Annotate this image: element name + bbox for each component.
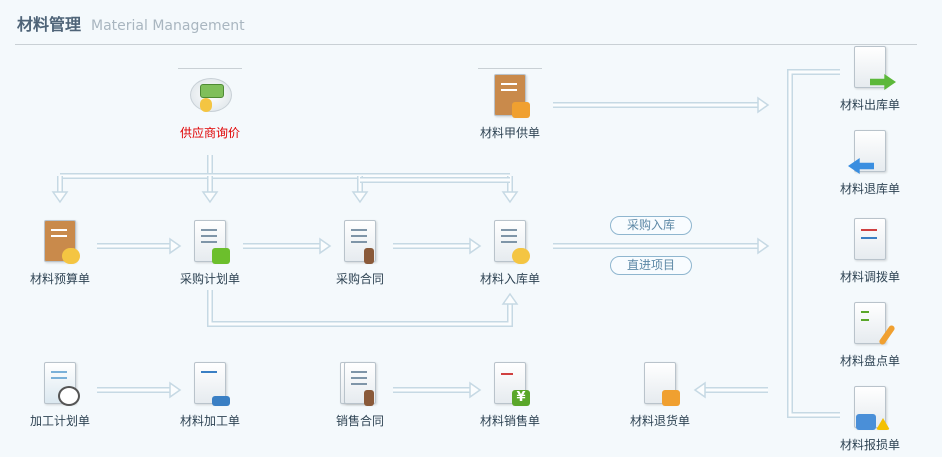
- node-label: 采购计划单: [179, 272, 240, 286]
- clipboard-truck-icon: [490, 74, 530, 120]
- node-label: 采购合同: [335, 272, 384, 286]
- node-stock-in[interactable]: 材料入库单: [460, 220, 560, 287]
- arrow-head: [169, 381, 182, 399]
- contract-stack-icon: [340, 362, 380, 408]
- document-check-icon: [190, 220, 230, 266]
- node-label: 材料调拨单: [839, 270, 900, 284]
- page-title: 材料管理: [17, 15, 82, 34]
- node-purchase-contract[interactable]: 采购合同: [310, 220, 410, 287]
- node-label: 材料盘点单: [839, 354, 900, 368]
- document-tree-icon: [190, 362, 230, 408]
- node-budget[interactable]: 材料预算单: [10, 220, 110, 287]
- document-transfer-icon: [850, 218, 890, 264]
- document-truck-icon: [640, 362, 680, 408]
- node-label: 材料报损单: [839, 438, 900, 452]
- document-pencil-icon: [850, 302, 896, 348]
- node-label: 材料退库单: [839, 182, 900, 196]
- arrow-head: [757, 96, 770, 114]
- node-label: 材料销售单: [479, 414, 540, 428]
- arrow-head: [501, 191, 519, 204]
- node-processing-order[interactable]: 材料加工单: [160, 362, 260, 429]
- node-stock-return[interactable]: 材料退库单: [820, 130, 920, 197]
- arrow-head: [469, 237, 482, 255]
- chart-yen-icon: ¥: [490, 362, 530, 408]
- node-processing-plan[interactable]: 加工计划单: [10, 362, 110, 429]
- arrow-line-inner: [788, 70, 840, 417]
- arrow-head: [693, 381, 706, 399]
- node-stock-out[interactable]: 材料出库单: [820, 46, 920, 113]
- clipboard-coins-icon: [40, 220, 80, 266]
- page-header: 材料管理 Material Management: [17, 11, 245, 35]
- arrow-head: [351, 191, 369, 204]
- direct-project-button[interactable]: 直进项目: [610, 256, 692, 275]
- node-label: 材料退货单: [629, 414, 690, 428]
- node-label: 加工计划单: [29, 414, 90, 428]
- contract-stamp-icon: [340, 220, 380, 266]
- divider: [178, 68, 242, 69]
- node-inventory-check[interactable]: 材料盘点单: [820, 302, 920, 369]
- divider: [478, 68, 542, 69]
- node-supplier-inquiry[interactable]: 供应商询价: [160, 74, 260, 141]
- arrow-head: [201, 191, 219, 204]
- arrow-head: [469, 381, 482, 399]
- node-label: 材料预算单: [29, 272, 90, 286]
- node-purchase-plan[interactable]: 采购计划单: [160, 220, 260, 287]
- node-label: 供应商询价: [179, 126, 240, 140]
- page-subtitle: Material Management: [91, 18, 245, 34]
- arrow-head: [51, 191, 69, 204]
- node-label: 材料出库单: [839, 98, 900, 112]
- arrow-head: [169, 237, 182, 255]
- node-owner-supplied[interactable]: 材料甲供单: [460, 74, 560, 141]
- node-damage[interactable]: 材料报损单: [820, 386, 920, 453]
- arrow-line-inner: [208, 290, 512, 326]
- arrow-head: [757, 237, 770, 255]
- node-sales-contract[interactable]: 销售合同: [310, 362, 410, 429]
- calendar-clock-icon: [40, 362, 80, 408]
- document-arrow-left-icon: [848, 130, 890, 176]
- node-sales-order[interactable]: ¥ 材料销售单: [460, 362, 560, 429]
- arrow-line: [207, 290, 513, 327]
- node-label: 材料甲供单: [479, 126, 540, 140]
- document-arrow-right-icon: [850, 46, 896, 92]
- money-bubble-icon: [190, 74, 232, 120]
- header-divider: [15, 44, 917, 45]
- node-label: 材料入库单: [479, 272, 540, 286]
- node-label: 销售合同: [335, 414, 384, 428]
- arrow-head: [319, 237, 332, 255]
- document-warning-icon: [850, 386, 890, 432]
- arrow-head: [501, 292, 519, 305]
- list-coins-icon: [490, 220, 530, 266]
- node-return-goods[interactable]: 材料退货单: [610, 362, 710, 429]
- purchase-in-button[interactable]: 采购入库: [610, 216, 692, 235]
- node-transfer[interactable]: 材料调拨单: [820, 218, 920, 285]
- node-label: 材料加工单: [179, 414, 240, 428]
